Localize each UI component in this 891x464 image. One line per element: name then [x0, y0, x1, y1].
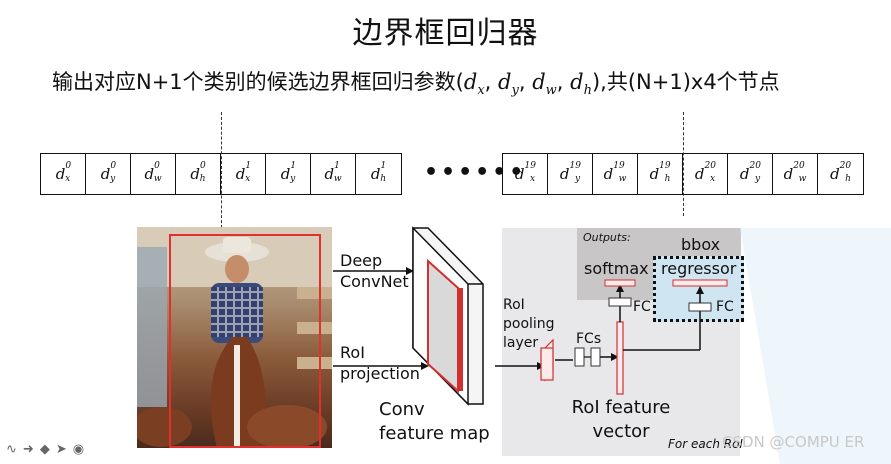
subtitle-param-y: dy	[498, 70, 519, 99]
outputs-label: Outputs:	[583, 231, 631, 244]
cowboy-horse-illustration	[137, 227, 332, 448]
presentation-toolbar: ∿➜◆➤◉	[6, 442, 90, 457]
roi-head-drawing	[495, 279, 728, 395]
roi-projection-label: RoI projection	[340, 343, 420, 383]
subtitle-param-w: dw	[532, 70, 557, 99]
subtitle-prefix: 输出对应N+1个类别的候选边界框回归参数(	[52, 70, 464, 94]
fcs-label: FCs	[576, 331, 602, 347]
input-image	[137, 227, 332, 448]
pointer-icon[interactable]: ➜	[22, 442, 40, 457]
subtitle-param-x: dx	[463, 70, 485, 99]
decorative-triangle	[740, 228, 891, 464]
subtitle-param-h: dh	[570, 70, 592, 99]
regressor-label: regressor	[661, 259, 737, 278]
cursor-icon[interactable]: ➤	[55, 442, 73, 457]
roi-pooling-layer-label: RoI pooling layer	[503, 297, 555, 351]
record-icon[interactable]: ◉	[72, 442, 91, 457]
ellipsis: ••••••	[424, 160, 527, 185]
deep-convnet-label: Deep ConvNet	[340, 251, 409, 291]
dashed-divider-right	[683, 112, 684, 216]
fc-right-label: FC	[716, 299, 734, 315]
softmax-label: softmax	[584, 259, 649, 278]
for-each-roi-label: For each RoI	[668, 437, 743, 451]
conv-feature-map-label: Conv feature map	[379, 399, 490, 444]
eraser-icon[interactable]: ◆	[39, 442, 56, 457]
conv-feature-map-drawing	[333, 226, 484, 406]
roi-feature-vector-label: RoI feature vector	[571, 397, 671, 442]
subtitle-params: dx, dy, dw, dh	[463, 70, 592, 99]
slide-title: 边界框回归器	[352, 16, 539, 51]
bbox-label: bbox	[681, 235, 721, 254]
subtitle-suffix: ),共(N+1)x4个节点	[591, 70, 780, 94]
pen-icon[interactable]: ∿	[6, 442, 23, 457]
dashed-divider-left	[221, 112, 222, 228]
fc-left-label: FC	[633, 299, 651, 315]
watermark: CSDN @COMPU ER	[722, 433, 865, 451]
roi-red-box	[169, 234, 321, 448]
slide-subtitle: 输出对应N+1个类别的候选边界框回归参数(dx, dy, dw, dh),共(N…	[52, 66, 780, 98]
